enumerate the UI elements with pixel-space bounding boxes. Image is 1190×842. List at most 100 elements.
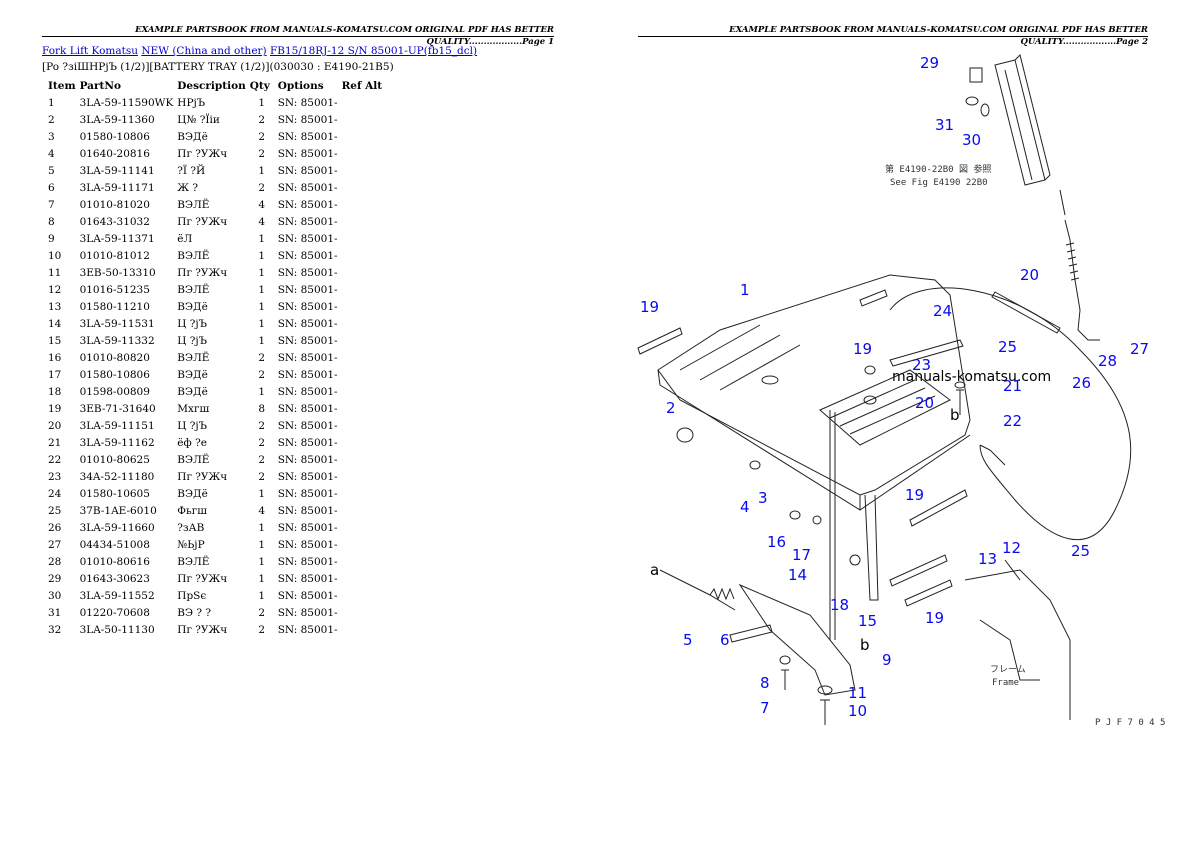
cell-options: SN: 85001- — [277, 181, 338, 194]
breadcrumb-link-brand[interactable]: Fork Lift Komatsu — [42, 45, 138, 57]
cell-options: SN: 85001- — [277, 555, 338, 568]
cell-partno: 01010-80625 — [79, 453, 150, 466]
cell-description: №ЬjР — [177, 538, 205, 551]
callout-number: 3 — [758, 489, 768, 507]
frame-label-en: Frame — [992, 678, 1019, 688]
parts-table-header: Item PartNo Description Qty Options Ref … — [42, 78, 384, 94]
callout-number: 19 — [905, 486, 924, 504]
breadcrumb-link-region[interactable]: NEW (China and other) — [141, 45, 267, 57]
callout-number: 23 — [912, 356, 931, 374]
part-11-washer — [817, 685, 833, 695]
cell-partno: 3LA-59-11531 — [79, 317, 155, 330]
cell-item: 16 — [48, 351, 62, 364]
cell-refalt — [340, 162, 385, 179]
col-header-qty: Qty — [249, 80, 270, 92]
callout-number: 24 — [933, 302, 952, 320]
cell-qty: 1 — [258, 334, 266, 347]
part-19-strip-c — [909, 489, 968, 527]
callout-number: 27 — [1130, 340, 1149, 358]
cell-description: Пг ?УЖч — [177, 623, 228, 636]
pivot-rod — [829, 410, 836, 640]
cell-qty: 2 — [258, 470, 266, 483]
cell-description: ВЭЛЁ — [177, 198, 210, 211]
cell-refalt — [340, 451, 385, 468]
cell-item: 4 — [48, 147, 55, 160]
cell-qty: 1 — [258, 538, 266, 551]
cell-item: 7 — [48, 198, 55, 211]
part-24-washer — [864, 365, 876, 375]
cell-refalt — [340, 94, 385, 111]
cell-qty: 2 — [258, 368, 266, 381]
link-rod — [1059, 189, 1066, 216]
cell-item: 28 — [48, 555, 62, 568]
cell-item: 25 — [48, 504, 62, 517]
cell-description: ВЭЛЁ — [177, 351, 210, 364]
part-19-strip-a — [637, 327, 683, 355]
cell-qty: 2 — [258, 453, 266, 466]
parts-diagram: 第 E4190-22B0 図 参照 See Fig E4190 22B0 フレー… — [637, 54, 1165, 728]
cell-options: SN: 85001- — [277, 538, 338, 551]
part-1-tray-outline — [657, 274, 971, 496]
cell-qty: 1 — [258, 283, 266, 296]
callout-number: 28 — [1098, 352, 1117, 370]
part-5-spring — [709, 587, 735, 601]
cell-options: SN: 85001- — [277, 113, 338, 126]
part-20-strip-a — [991, 291, 1061, 334]
callout-number: 21 — [1003, 377, 1022, 395]
cell-description: ВЭДё — [177, 385, 208, 398]
callout-number: 19 — [853, 340, 872, 358]
cell-partno: 01580-10605 — [79, 487, 150, 500]
cell-options: SN: 85001- — [277, 623, 338, 636]
part-16-bolt — [789, 510, 801, 520]
part-27-clevis — [1077, 329, 1100, 341]
breadcrumb-link-model[interactable]: FB15/18RJ-12 S/N 85001-UP(fb15_dcl) — [270, 45, 478, 57]
cell-description: Ц ?jЪ — [177, 334, 208, 347]
cell-refalt — [340, 570, 385, 587]
part-20-strip-b — [889, 339, 964, 367]
cell-qty: 2 — [258, 419, 266, 432]
tray-inner-ribs — [829, 379, 936, 435]
cell-refalt — [340, 519, 385, 536]
callout-number: 1 — [740, 281, 750, 299]
part-12-bolt — [1004, 559, 1021, 581]
callout-number: 12 — [1002, 539, 1021, 557]
cell-item: 30 — [48, 589, 62, 602]
cell-refalt — [340, 230, 385, 247]
col-header-item: Item — [48, 80, 76, 92]
cell-partno: 3LA-59-11371 — [79, 232, 155, 245]
mast-inner-line — [1004, 69, 1033, 181]
cell-options: SN: 85001- — [277, 215, 338, 228]
cell-description: Фьгш — [177, 504, 207, 517]
callout-number: 13 — [978, 550, 997, 568]
cell-partno: 01580-10806 — [79, 368, 150, 381]
cell-description: Пг ?УЖч — [177, 470, 228, 483]
cell-qty: 1 — [258, 521, 266, 534]
callout-number: 5 — [683, 631, 693, 649]
cell-item: 14 — [48, 317, 62, 330]
cell-refalt — [340, 383, 385, 400]
section-title: [Po ?зiШНРjЪ (1/2)][BATTERY TRAY (1/2)](… — [42, 61, 394, 73]
breadcrumb: Fork Lift Komatsu NEW (China and other) … — [42, 45, 477, 57]
tray-ribs — [679, 324, 801, 391]
cell-partno: 01580-10806 — [79, 130, 150, 143]
part-32-washer — [965, 96, 979, 106]
callout-number: 22 — [1003, 412, 1022, 430]
cell-partno: 3LA-59-11360 — [79, 113, 155, 126]
callout-number: 7 — [760, 699, 770, 717]
cell-refalt — [340, 298, 385, 315]
tray-corner — [657, 369, 661, 386]
cell-partno: 3LA-59-11332 — [79, 334, 155, 347]
cell-refalt — [340, 621, 385, 638]
part-18-washer — [849, 554, 861, 566]
cell-description: ёЛ — [177, 232, 193, 245]
cell-options: SN: 85001- — [277, 419, 338, 432]
cell-description: ВЭЛЁ — [177, 453, 210, 466]
cell-qty: 2 — [258, 181, 266, 194]
cell-partno: 01010-81020 — [79, 198, 150, 211]
cell-description: Ж ? — [177, 181, 199, 194]
